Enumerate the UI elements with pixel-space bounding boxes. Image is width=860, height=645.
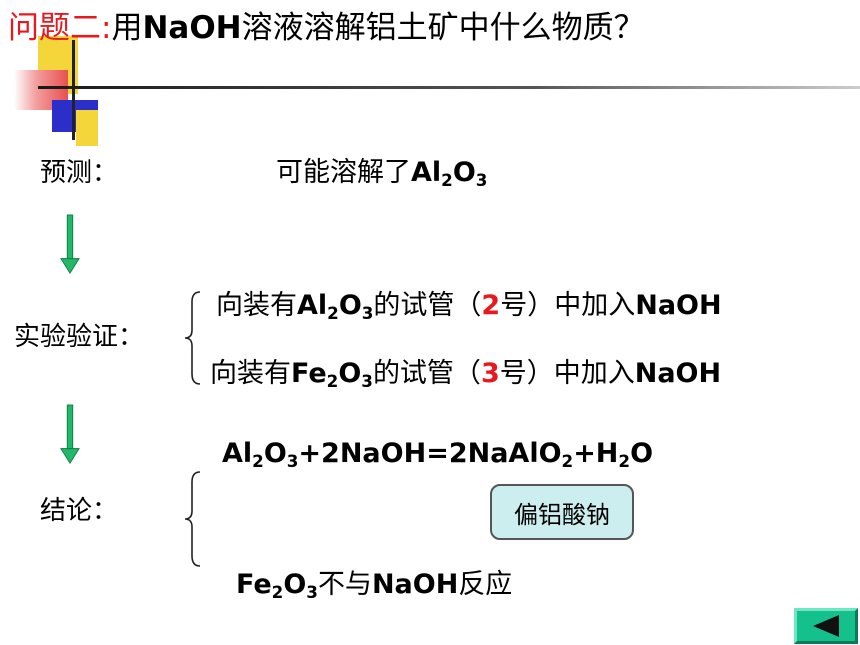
decor-square-yellow-small xyxy=(76,110,98,146)
brace-icon xyxy=(184,471,201,567)
text-part: 向装有 xyxy=(210,358,291,389)
formula-subscript: 2 xyxy=(326,371,339,392)
formula-part: Al xyxy=(222,438,253,469)
formula-subscript: 2 xyxy=(561,451,574,472)
back-triangle-icon xyxy=(813,615,839,637)
down-arrow-icon xyxy=(60,404,80,465)
formula-subscript: 2 xyxy=(441,170,453,191)
prediction-text: 可能溶解了Al2O3 xyxy=(276,150,487,189)
title-naoh: NaOH xyxy=(142,10,242,46)
text-part: 的试管（ xyxy=(372,358,481,389)
formula-part: +H xyxy=(573,438,619,469)
formula-part: Al xyxy=(411,157,442,188)
conclusion-label: 结论： xyxy=(40,496,119,526)
formula-part: Al xyxy=(297,290,328,321)
prediction-text-main: 可能溶解了 xyxy=(276,157,411,188)
down-arrow-icon xyxy=(60,214,80,275)
page-title: 问题二:用NaOH溶液溶解铝土矿中什么物质？ xyxy=(8,8,645,48)
prediction-formula: Al2O3 xyxy=(411,157,487,188)
decor-vertical-line xyxy=(72,40,75,140)
formula-subscript: 3 xyxy=(361,303,374,324)
reagent: NaOH xyxy=(634,358,722,389)
brace-icon xyxy=(184,291,201,385)
reagent: NaOH xyxy=(635,290,722,321)
formula-subscript: 2 xyxy=(618,451,631,472)
formula-subscript: 3 xyxy=(286,451,299,472)
tube-number: 3 xyxy=(480,358,500,389)
back-button[interactable] xyxy=(794,608,858,644)
formula-part: O xyxy=(263,438,287,469)
callout-sodium-metaaluminate: 偏铝酸钠 xyxy=(490,484,634,540)
verification-label: 实验验证： xyxy=(14,322,145,352)
formula-subscript: 3 xyxy=(306,582,318,603)
formula-part: O xyxy=(338,358,362,389)
text-part: 向装有 xyxy=(216,290,297,321)
formula-part: O xyxy=(283,569,307,600)
text-part: 号）中加入 xyxy=(500,290,636,321)
title-text-b: 溶液溶解铝土矿中什么物质？ xyxy=(241,10,645,46)
title-text-a: 用 xyxy=(111,10,143,46)
text-part: 的试管（ xyxy=(373,290,482,321)
formula-subscript: 2 xyxy=(271,582,284,603)
formula-fe2o3: Fe2O3 xyxy=(236,569,318,600)
reaction-equation: Al2O3+2NaOH=2NaAlO2+H2O xyxy=(222,438,653,469)
title-divider xyxy=(38,86,860,89)
title-prefix: 问题二: xyxy=(8,10,112,46)
formula-subscript: 2 xyxy=(252,451,264,472)
formula-subscript: 2 xyxy=(327,303,339,324)
formula-fe2o3: Fe2O3 xyxy=(291,358,373,389)
formula-subscript: 3 xyxy=(475,170,488,191)
formula-subscript: 3 xyxy=(361,371,373,392)
verification-line-2: 向装有Fe2O3的试管（3号）中加入NaOH xyxy=(210,351,721,390)
text-part: 不与 xyxy=(317,569,372,600)
text-part: 号）中加入 xyxy=(499,358,635,389)
formula-part: O xyxy=(338,290,362,321)
formula-part: +2NaOH=2NaAlO xyxy=(298,438,562,469)
prediction-label: 预测： xyxy=(40,158,119,188)
verification-line-1: 向装有Al2O3的试管（2号）中加入NaOH xyxy=(216,283,722,322)
reagent: NaOH xyxy=(371,569,459,600)
formula-part: O xyxy=(452,157,476,188)
tube-number: 2 xyxy=(481,290,501,321)
text-part: 反应 xyxy=(458,569,513,600)
formula-part: O xyxy=(630,438,654,469)
formula-part: Fe xyxy=(291,358,327,389)
fe2o3-no-reaction: Fe2O3不与NaOH反应 xyxy=(236,562,512,601)
formula-part: Fe xyxy=(236,569,272,600)
formula-al2o3: Al2O3 xyxy=(297,290,373,321)
